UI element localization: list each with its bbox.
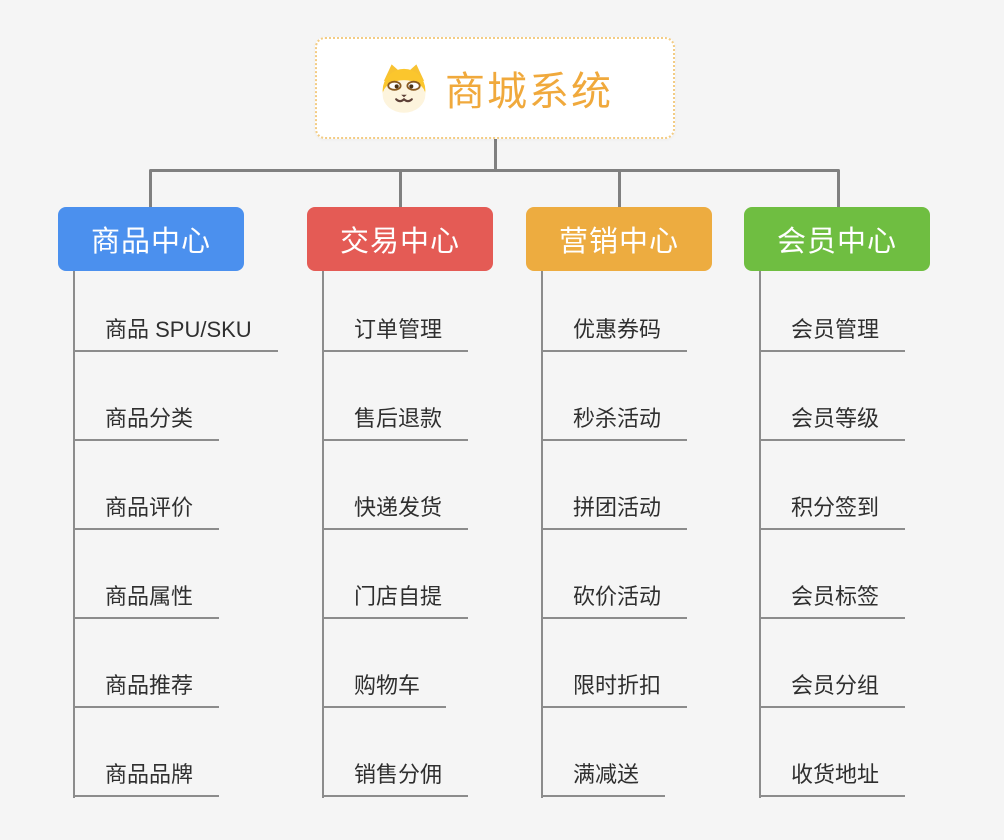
branch-members-leaf-list: 会员管理 会员等级 积分签到 会员标签 会员分组 收货地址	[759, 271, 930, 798]
leaf-node[interactable]: 商品属性	[73, 584, 220, 619]
root-node-mall-system[interactable]: 商城系统	[315, 37, 675, 139]
branch-marketing: 营销中心 优惠券码 秒杀活动 拼团活动 砍价活动 限时折扣 满减送	[526, 207, 712, 798]
branch-header-members[interactable]: 会员中心	[744, 207, 930, 271]
leaf-node[interactable]: 商品分类	[73, 406, 220, 441]
leaf-node[interactable]: 订单管理	[322, 317, 469, 352]
leaf-node[interactable]: 砍价活动	[541, 584, 688, 619]
branch-header-trade[interactable]: 交易中心	[307, 207, 493, 271]
leaf-node[interactable]: 满减送	[541, 762, 666, 797]
leaf-node[interactable]: 秒杀活动	[541, 406, 688, 441]
leaf-node[interactable]: 会员等级	[759, 406, 906, 441]
leaf-node[interactable]: 会员管理	[759, 317, 906, 352]
leaf-node[interactable]: 会员标签	[759, 584, 906, 619]
branch-members: 会员中心 会员管理 会员等级 积分签到 会员标签 会员分组 收货地址	[744, 207, 930, 798]
branch-header-products[interactable]: 商品中心	[58, 207, 244, 271]
branch-products-leaf-list: 商品 SPU/SKU 商品分类 商品评价 商品属性 商品推荐 商品品牌	[73, 271, 278, 798]
branch-header-marketing[interactable]: 营销中心	[526, 207, 712, 271]
branch-trade-leaf-list: 订单管理 售后退款 快递发货 门店自提 购物车 销售分佣	[322, 271, 493, 798]
branch-products: 商品中心 商品 SPU/SKU 商品分类 商品评价 商品属性 商品推荐 商品品牌	[58, 207, 278, 798]
leaf-node[interactable]: 拼团活动	[541, 495, 688, 530]
root-node-label: 商城系统	[445, 70, 613, 114]
leaf-node[interactable]: 购物车	[322, 673, 447, 708]
leaf-node[interactable]: 售后退款	[322, 406, 469, 441]
branch-marketing-leaf-list: 优惠券码 秒杀活动 拼团活动 砍价活动 限时折扣 满减送	[541, 271, 712, 798]
leaf-node[interactable]: 快递发货	[322, 495, 469, 530]
leaf-node[interactable]: 商品品牌	[73, 762, 220, 797]
leaf-node[interactable]: 限时折扣	[541, 673, 688, 708]
leaf-node[interactable]: 积分签到	[759, 495, 906, 530]
leaf-node[interactable]: 门店自提	[322, 584, 469, 619]
leaf-node[interactable]: 收货地址	[759, 762, 906, 797]
leaf-node[interactable]: 优惠券码	[541, 317, 688, 352]
leaf-node[interactable]: 商品评价	[73, 495, 220, 530]
leaf-node[interactable]: 商品 SPU/SKU	[73, 317, 278, 352]
leaf-node[interactable]: 会员分组	[759, 673, 906, 708]
shiba-dog-icon	[382, 64, 426, 113]
leaf-node[interactable]: 商品推荐	[73, 673, 220, 708]
branch-trade: 交易中心 订单管理 售后退款 快递发货 门店自提 购物车 销售分佣	[307, 207, 493, 798]
leaf-node[interactable]: 销售分佣	[322, 762, 469, 797]
